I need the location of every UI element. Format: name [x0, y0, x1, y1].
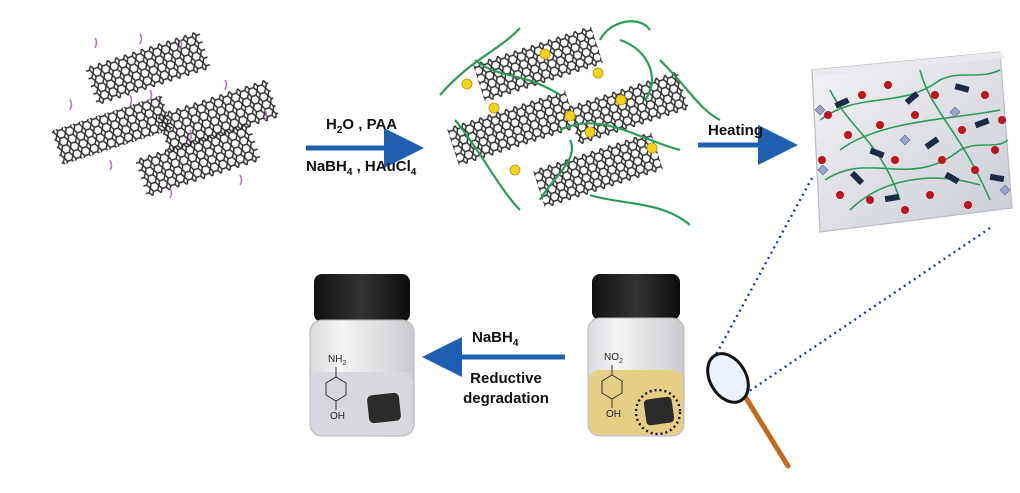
composite-precursor-group — [439, 20, 721, 226]
magnifier-icon — [706, 352, 791, 469]
step1-reagents-line1: H2O , PAA — [326, 116, 398, 136]
polymer-chains — [439, 20, 721, 226]
aminophenol-structure — [325, 367, 347, 410]
graphene-sheet-1 — [84, 30, 212, 106]
dotted-circle-marker — [634, 388, 682, 436]
graphene-sheet-8 — [532, 131, 664, 209]
graphene-sheet-6 — [446, 89, 578, 167]
cube-red-beads — [818, 81, 1006, 214]
gold-nanoparticles — [461, 48, 658, 176]
vial-before-top-group: NO2 — [604, 352, 623, 365]
hydrogel-piece-before — [643, 396, 675, 426]
vial-before-cap — [592, 274, 680, 320]
vial-after-top-group: NH2 — [328, 354, 347, 367]
vial-before-bottom-group: OH — [606, 409, 621, 420]
vial-after-bottom-group: OH — [330, 411, 345, 422]
vial-after-cap — [314, 274, 410, 322]
graphene-sheet-4 — [134, 122, 262, 198]
cube-sheet-fragments — [834, 83, 1005, 203]
step3-reagent-label: NaBH4 — [472, 329, 519, 349]
step1-reagents-line2: NaBH4 , HAuCl4 — [306, 158, 417, 178]
vial-before — [587, 274, 685, 437]
vial-after — [309, 274, 415, 437]
graphene-sheets-group — [51, 30, 280, 199]
hydrogel-cube — [811, 51, 1013, 233]
step3-label-line3: degradation — [463, 390, 549, 407]
step3-label-line2: Reductive — [470, 370, 542, 387]
nitrophenol-structure — [601, 365, 623, 408]
zoom-lines — [710, 177, 991, 393]
graphene-sheet-3 — [51, 94, 173, 166]
cube-diamond-markers — [814, 104, 1011, 196]
functional-groups — [69, 33, 268, 199]
hydrogel-piece-after — [367, 392, 401, 424]
graphene-sheet-7 — [566, 71, 690, 145]
graphene-sheet-5 — [472, 25, 604, 103]
graphene-sheet-2 — [156, 79, 280, 153]
step2-heating-label: Heating — [708, 122, 764, 139]
